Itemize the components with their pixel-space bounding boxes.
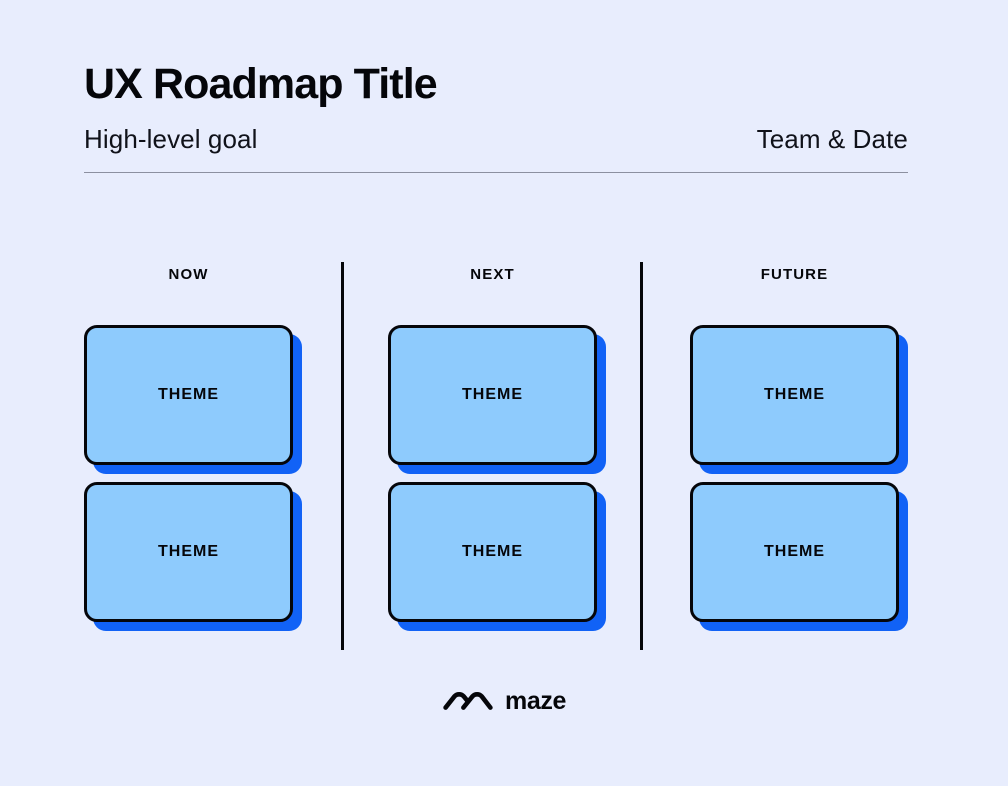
column-divider-now-next xyxy=(341,262,344,650)
theme-card-label: THEME xyxy=(158,386,219,403)
card-surface[interactable]: THEME xyxy=(388,482,597,622)
card-surface[interactable]: THEME xyxy=(84,482,293,622)
theme-card[interactable]: THEME xyxy=(690,482,908,631)
card-surface[interactable]: THEME xyxy=(84,325,293,465)
theme-card[interactable]: THEME xyxy=(84,482,302,631)
column-divider-next-future xyxy=(640,262,643,650)
high-level-goal-label: High-level goal xyxy=(84,124,258,155)
column-headings: NOW NEXT FUTURE xyxy=(0,250,1008,290)
column-heading-next: NEXT xyxy=(470,266,515,283)
board-header: UX Roadmap Title High-level goal Team & … xyxy=(84,60,908,174)
theme-card[interactable]: THEME xyxy=(84,325,302,474)
theme-card[interactable]: THEME xyxy=(690,325,908,474)
maze-arches-logo-icon xyxy=(443,692,493,710)
footer-brand: maze xyxy=(0,688,1008,714)
theme-card[interactable]: THEME xyxy=(388,482,606,631)
theme-card[interactable]: THEME xyxy=(388,325,606,474)
theme-card-label: THEME xyxy=(764,386,825,403)
theme-card-label: THEME xyxy=(764,543,825,560)
column-heading-now: NOW xyxy=(168,266,209,283)
header-subrow: High-level goal Team & Date xyxy=(84,124,908,155)
theme-card-label: THEME xyxy=(462,543,523,560)
theme-card-label: THEME xyxy=(158,543,219,560)
theme-card-label: THEME xyxy=(462,386,523,403)
team-and-date-label: Team & Date xyxy=(756,124,908,155)
card-surface[interactable]: THEME xyxy=(690,325,899,465)
card-surface[interactable]: THEME xyxy=(690,482,899,622)
maze-wordmark: maze xyxy=(505,686,566,715)
card-surface[interactable]: THEME xyxy=(388,325,597,465)
page-title: UX Roadmap Title xyxy=(84,60,438,108)
header-divider xyxy=(84,172,908,174)
column-heading-future: FUTURE xyxy=(760,266,829,283)
